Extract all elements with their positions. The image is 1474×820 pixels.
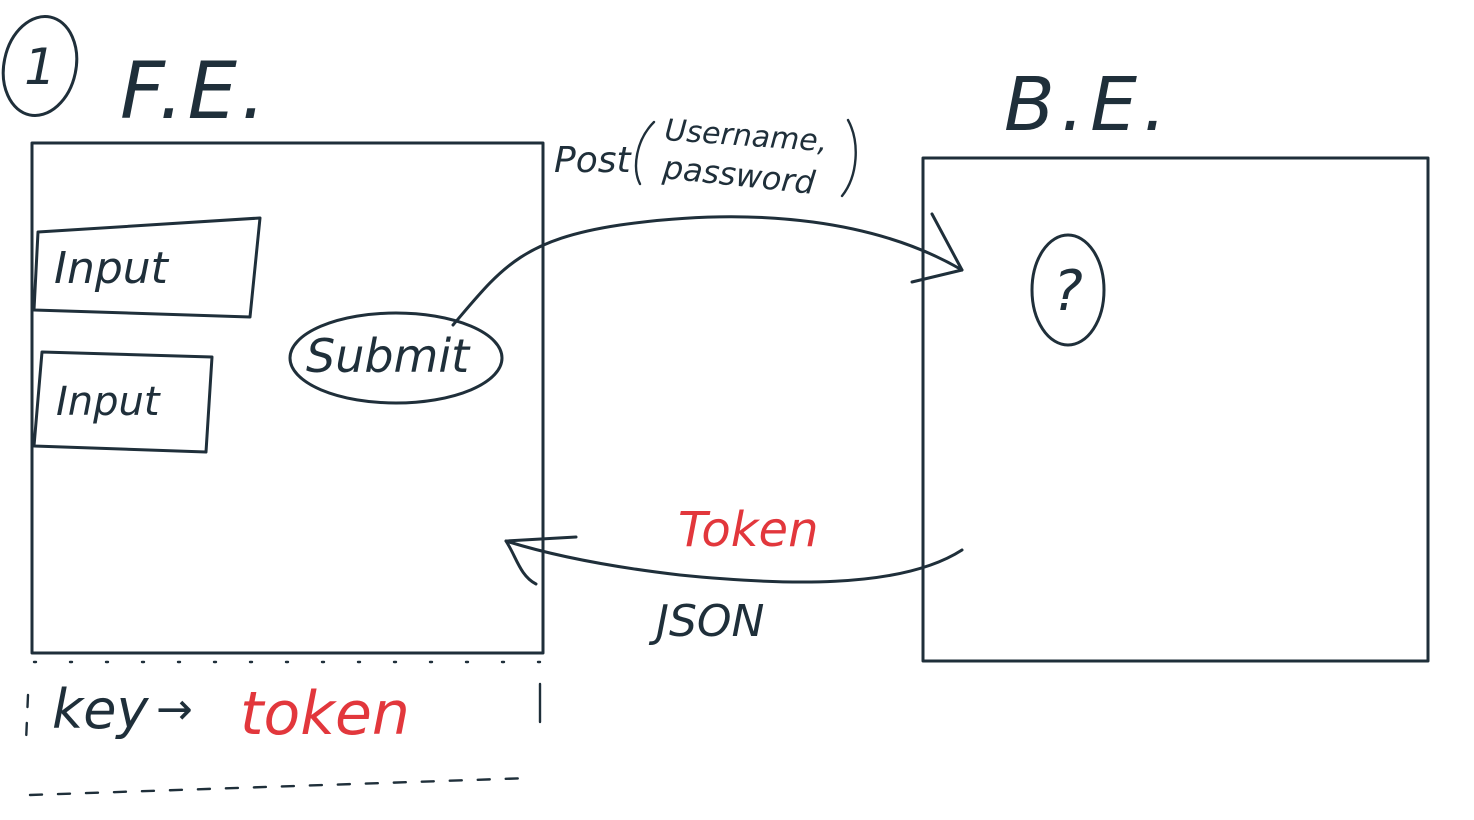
input-field-1-border [32,216,262,319]
step-marker: 1 [1,15,79,117]
input-field-1-label: Input [54,243,170,294]
storage-region-left-edge [24,693,30,744]
storage-region-bottom-edge [28,776,532,797]
backend-unknown-circle [1030,233,1106,347]
response-arrow-head [504,535,578,586]
submit-oval [288,311,504,405]
submit-button-sketch: Submit [288,311,504,405]
request-paren-close [840,118,857,198]
frontend-box [30,141,545,655]
backend-title: B.E. [1004,62,1173,148]
frontend-title: F.E. [120,47,270,137]
backend-unknown-marker: ? [1030,233,1106,347]
backend-unknown-glyph: ? [1053,259,1083,324]
response-token-label: Token [678,502,819,558]
step-marker-circle [1,15,79,117]
request-label: Post Username, password [554,113,857,202]
input-field-2-border [32,350,214,454]
input-field-1: Input [32,216,262,319]
input-field-2: Input [32,350,214,454]
storage-value-label: token [240,679,410,749]
request-arrow-head [910,212,964,284]
storage-key-label: key [52,678,149,741]
request-arrow-line [451,215,964,327]
step-marker-number: 1 [24,38,56,96]
request-paren-open [634,120,656,186]
submit-label: Submit [306,329,471,383]
request-method-label: Post [554,140,632,181]
backend-box [921,156,1430,663]
response-format-label: JSON [648,596,764,647]
storage-region [24,660,544,797]
response-arrow-line [504,539,964,584]
input-field-2-label: Input [56,379,161,425]
storage-arrow-glyph: → [156,684,193,735]
